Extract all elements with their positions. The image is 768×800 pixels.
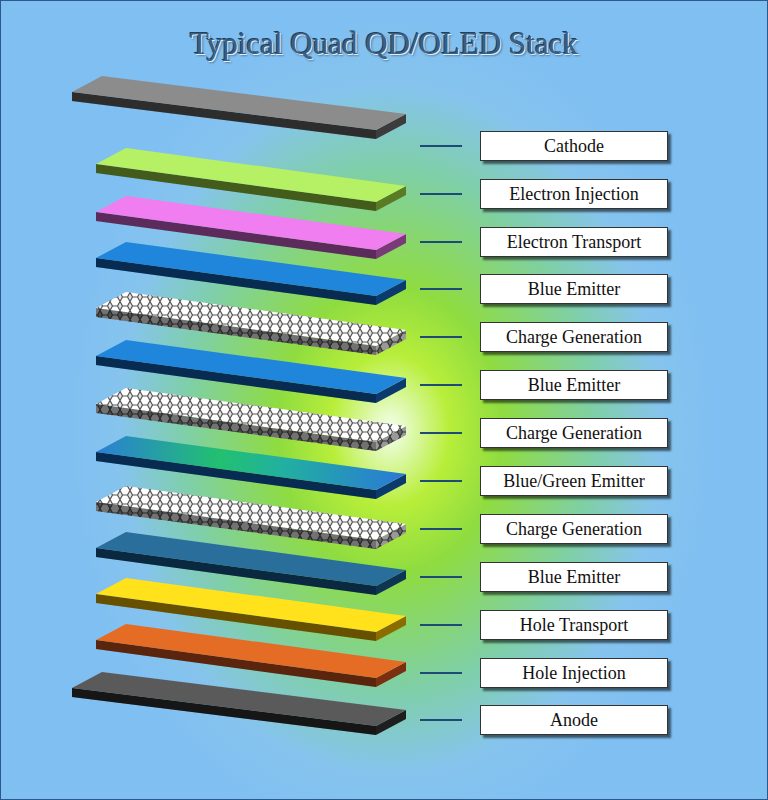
layer-label: Hole Injection — [522, 663, 625, 684]
layer-label-box: Blue/Green Emitter — [480, 466, 668, 496]
slab-shade — [72, 92, 376, 139]
layer-label-box: Electron Transport — [480, 227, 668, 257]
leader-line — [420, 432, 462, 434]
leader-line — [420, 145, 462, 147]
layer-label-box: Charge Generation — [480, 322, 668, 352]
layer-label-box: Hole Transport — [480, 610, 668, 640]
layer-label-box: Charge Generation — [480, 418, 668, 448]
leader-line — [420, 241, 462, 243]
layer-label: Blue/Green Emitter — [503, 471, 644, 492]
leader-line — [420, 384, 462, 386]
layer-label-box: Blue Emitter — [480, 274, 668, 304]
leader-line — [420, 528, 462, 530]
leader-line — [420, 193, 462, 195]
leader-line — [420, 719, 462, 721]
layer-label: Cathode — [544, 136, 604, 157]
leader-line — [420, 624, 462, 626]
layer-label: Electron Transport — [507, 232, 642, 253]
leader-line — [420, 336, 462, 338]
layer-label: Electron Injection — [509, 184, 638, 205]
diagram-title: Typical Quad QD/OLED Stack — [0, 26, 768, 62]
layer-label: Charge Generation — [506, 423, 642, 444]
layer-label: Hole Transport — [520, 615, 629, 636]
slab-shade — [72, 688, 376, 735]
layer-label: Charge Generation — [506, 327, 642, 348]
leader-line — [420, 672, 462, 674]
layer-label: Blue Emitter — [528, 279, 620, 300]
leader-line — [420, 480, 462, 482]
layer-label: Anode — [550, 710, 598, 731]
leader-line — [420, 288, 462, 290]
layer-label-box: Hole Injection — [480, 658, 668, 688]
layer-label-box: Anode — [480, 705, 668, 735]
layer-label: Charge Generation — [506, 519, 642, 540]
layer-label-box: Blue Emitter — [480, 562, 668, 592]
layer-label-box: Blue Emitter — [480, 370, 668, 400]
layer-label-box: Cathode — [480, 131, 668, 161]
layer-label: Blue Emitter — [528, 375, 620, 396]
leader-line — [420, 576, 462, 578]
layer-label: Blue Emitter — [528, 567, 620, 588]
layer-label-box: Charge Generation — [480, 514, 668, 544]
layer-label-box: Electron Injection — [480, 179, 668, 209]
